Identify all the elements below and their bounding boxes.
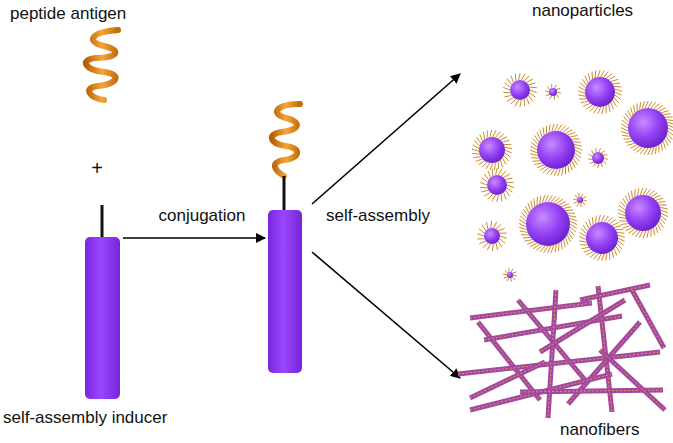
peptide-helix	[272, 104, 300, 176]
inducer-bar	[85, 237, 120, 399]
arrow-label: self-assembly	[326, 206, 430, 225]
arrow	[312, 252, 460, 378]
arrow	[123, 237, 265, 239]
linker	[283, 176, 286, 211]
label-box: self-assembly	[326, 206, 430, 226]
label-box: nanoparticles	[532, 1, 633, 21]
label-box: self-assembly inducer	[3, 408, 167, 428]
label-box: conjugation	[159, 206, 246, 226]
plus-sign: +	[91, 157, 103, 179]
peptide-helix	[86, 30, 118, 100]
linker	[101, 205, 104, 238]
label-box: +	[91, 158, 103, 179]
label-box: nanofibers	[560, 420, 639, 440]
nanoparticles-drawing	[472, 70, 673, 282]
caption-label: peptide antigen	[10, 4, 126, 23]
label-box: peptide antigen	[10, 4, 126, 24]
caption-label: self-assembly inducer	[3, 408, 167, 427]
nanofibers-drawing	[458, 285, 665, 418]
caption-label: nanofibers	[560, 420, 639, 439]
arrow	[312, 74, 460, 204]
caption-label: nanoparticles	[532, 1, 633, 20]
inducer-bar	[268, 210, 302, 373]
arrow-label: conjugation	[159, 206, 246, 225]
